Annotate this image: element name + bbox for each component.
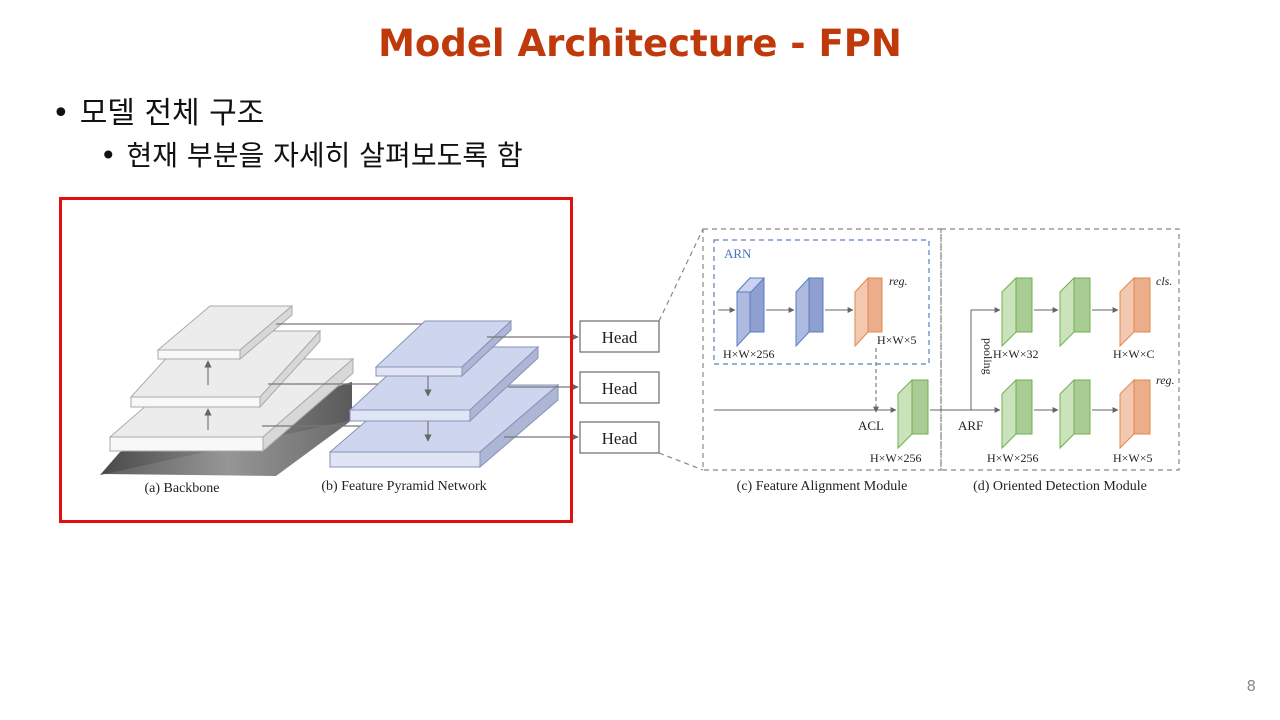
caption-fpn: (b) Feature Pyramid Network [321,479,486,494]
odm-reg-dim-label: H×W×5 [1113,451,1153,465]
head-label: Head [602,429,638,448]
zoom-line-top [658,228,704,322]
highlight-box [59,197,573,523]
arn-block-blue-2 [795,276,824,348]
arn-reg-label: reg. [889,274,908,288]
odm-bottom-block-green-2 [1059,378,1091,450]
head-box: Head [579,371,660,404]
bullet-level1-text: 모델 전체 구조 [79,96,265,131]
caption-backbone: (a) Backbone [144,481,219,496]
pooling-branch-arrow [970,307,1001,410]
arn-reg-dim-label: H×W×5 [877,333,917,347]
bullet-dot-icon: • [52,96,70,131]
arf-label: ARF [958,418,983,433]
bullet-level2-text: 현재 부분을 자세히 살펴보도록 함 [126,139,523,172]
cls-label: cls. [1156,274,1172,288]
odm-top-block-green-2 [1059,276,1091,348]
fam-dashed-box [702,228,942,471]
acl-label: ACL [858,418,884,433]
fpn-plane-medium [348,345,540,423]
slide-title: Model Architecture - FPN [378,22,902,65]
fpn-to-head-arrows [487,333,579,441]
page-number: 8 [1246,677,1256,695]
pool-dim-label: H×W×32 [993,347,1039,361]
pooling-label: pooling [981,338,995,375]
acl-dim-label: H×W×256 [870,451,922,465]
odm-top-block-orange [1119,276,1151,348]
arn-label: ARN [724,246,752,261]
arn-dim-label: H×W×256 [723,347,775,361]
odm-bottom-block-green-1 [1001,378,1033,450]
odm-bottom-block-orange [1119,378,1151,450]
backbone-group [100,304,355,476]
odm-top-block-green-1 [1001,276,1033,348]
bullet-level2: • 현재 부분을 자세히 살펴보도록 함 [100,134,523,174]
odm-reg-label: reg. [1156,373,1175,387]
bullet-dot-icon: • [100,139,117,172]
fpn-plane-small [374,319,513,378]
cls-dim-label: H×W×C [1113,347,1155,361]
arn-block-blue-1 [735,276,766,348]
caption-fam: (c) Feature Alignment Module [737,479,908,494]
odm-dim-label: H×W×256 [987,451,1039,465]
caption-odm: (d) Oriented Detection Module [973,479,1147,494]
backbone-plane-small [156,304,294,361]
odm-dashed-box [940,228,1180,471]
arn-block-orange [854,276,883,348]
head-label: Head [602,379,638,398]
head-box: Head [579,320,660,353]
head-box: Head [579,421,660,454]
zoom-line-bottom [658,452,704,471]
arn-dashed-box [713,239,930,365]
bullet-level1: • 모델 전체 구조 [52,88,264,132]
fpn-group [328,319,560,469]
head-label: Head [602,328,638,347]
acl-block-green [897,378,929,450]
